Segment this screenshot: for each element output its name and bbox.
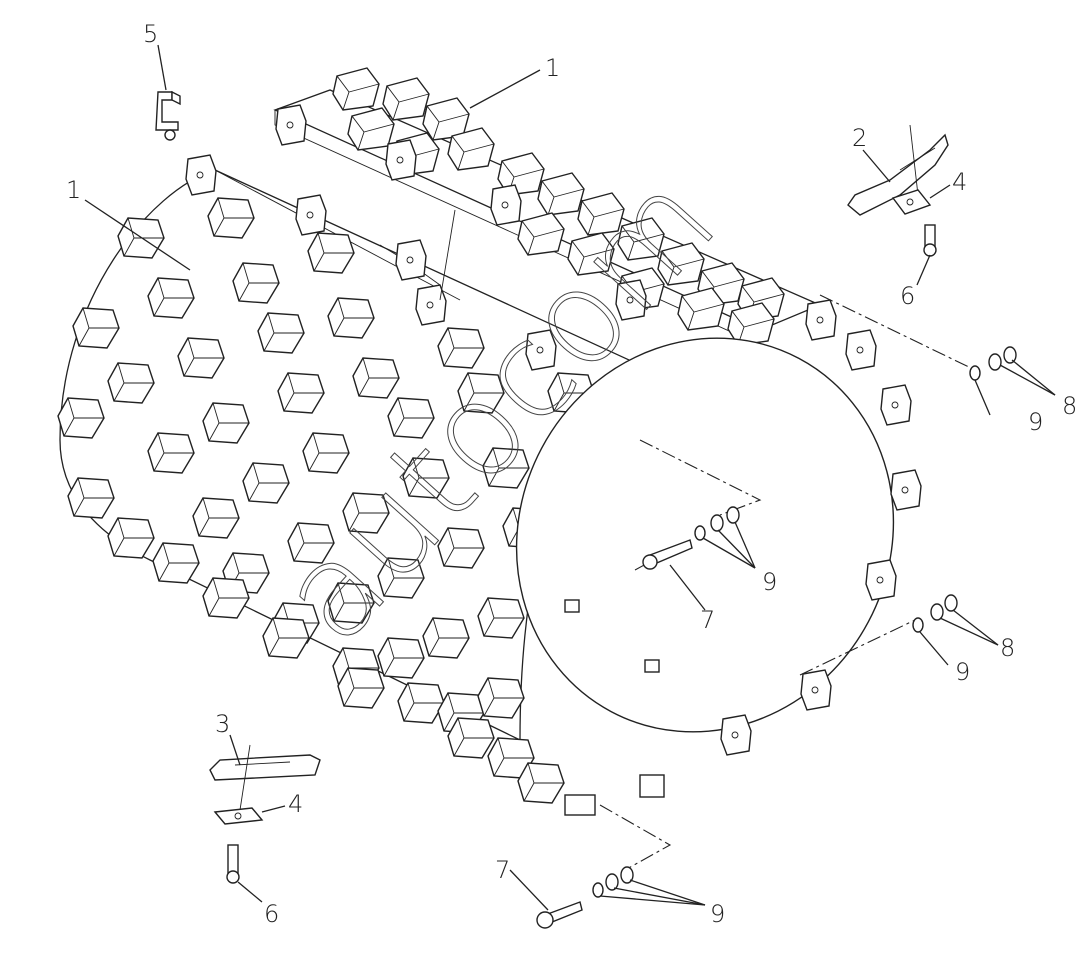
washer-icon xyxy=(592,346,1056,906)
square-plate-icon-left xyxy=(213,805,286,825)
callout-6-left: 6 xyxy=(264,900,279,928)
callout-1-top: 1 xyxy=(545,54,560,82)
callout-9-center: 9 xyxy=(762,568,777,596)
bolt-icon-center xyxy=(642,539,706,611)
callout-9-lower: 9 xyxy=(955,658,970,686)
callout-2: 2 xyxy=(852,124,867,152)
callout-4-right: 4 xyxy=(952,168,967,196)
callout-7-center: 7 xyxy=(700,606,715,634)
callout-9-upper: 9 xyxy=(1028,408,1043,436)
scraper-blade-icon xyxy=(847,124,949,216)
bolt-icon-bottom xyxy=(509,869,583,929)
callout-5: 5 xyxy=(143,20,158,48)
callout-1-left: 1 xyxy=(66,176,81,204)
bolt-icon xyxy=(916,224,937,286)
callout-8-lower: 8 xyxy=(1000,634,1015,662)
callout-labels: 1 1 2 3 4 4 5 6 6 7 7 8 8 9 9 9 9 xyxy=(66,20,1077,928)
callout-9-bottom: 9 xyxy=(710,900,725,928)
scraper-blade-icon-left xyxy=(209,734,321,811)
callout-8-upper: 8 xyxy=(1062,392,1077,420)
callout-7-bottom: 7 xyxy=(495,856,510,884)
c-clamp-icon xyxy=(155,44,181,141)
square-plate-icon xyxy=(891,184,951,215)
callout-3: 3 xyxy=(215,710,230,738)
bolt-icon-left xyxy=(226,844,263,903)
callout-4-left: 4 xyxy=(288,790,303,818)
callout-6-right: 6 xyxy=(900,282,915,310)
